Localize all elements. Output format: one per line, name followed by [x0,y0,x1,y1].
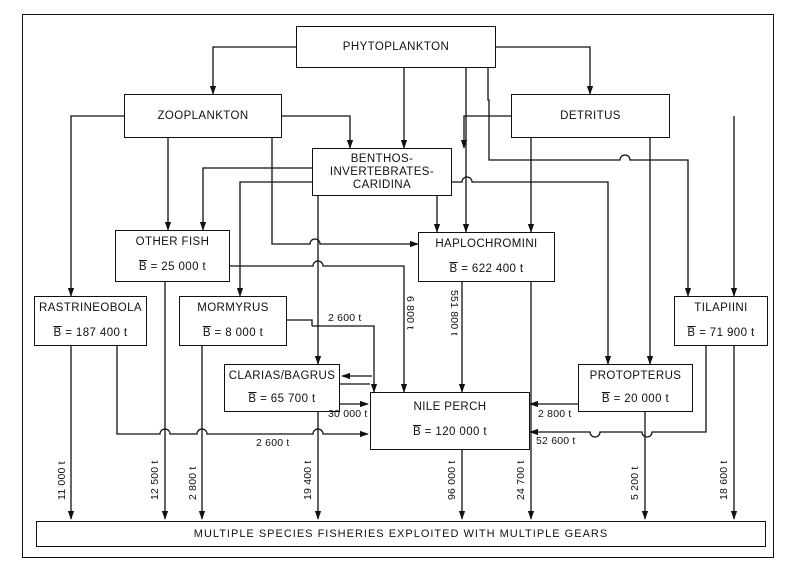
tilapiini-to-nileperch-arrow [529,346,707,438]
rastrineobola-biomass: B = 187 400 t [53,327,128,339]
flow-nileperch-catch: 96 000 t [446,460,458,500]
protopterus-label: PROTOPTERUS [589,370,682,382]
flow-protopterus-catch: 5 200 t [629,466,641,500]
protopterus-box: PROTOPTERUS B = 20 000 t [578,364,693,412]
benthos-label-3: CARIDINA [352,178,412,191]
flow-otherfish-catch: 12 500 t [149,460,161,500]
haplochromini-box: HAPLOCHROMINI B = 622 400 t [418,232,555,282]
flow-rastrineobola-nileperch: 2 600 t [256,437,290,449]
zoo-to-benthos-arrow [282,115,354,149]
fisheries-label: MULTIPLE SPECIES FISHERIES EXPLOITED WIT… [193,528,609,540]
rastrineobola-box: RASTRINEOBOLA B = 187 400 t [34,296,147,346]
flow-haplo-catch: 24 700 t [515,460,527,500]
nile-perch-biomass: B = 120 000 t [413,426,487,438]
phyto-to-tilapiini-arrow [487,68,692,297]
other-fish-biomass: B = 25 000 t [138,261,207,273]
phytoplankton-box: PHYTOPLANKTON [296,26,496,68]
mormyrus-to-clarias-arrow [287,319,313,326]
benthos-to-otherfish-arrow [199,167,312,231]
other-fish-label: OTHER FISH [135,236,210,248]
mormyrus-to-nileperch-arrow [312,325,378,393]
benthos-to-mormyrus-arrow [236,181,312,297]
phyto-to-detritus-arrow [496,46,594,95]
tilapiini-label: TILAPIINI [694,302,748,314]
flow-clarias-nileperch: 30 000 t [328,408,368,420]
clarias-bagrus-box: CLARIAS/BAGRUS B = 65 700 t [224,364,340,412]
tilapiini-biomass: B = 71 900 t [687,327,755,339]
mormyrus-label: MORMYRUS [197,302,269,314]
benthos-to-haplo-arrow [452,176,612,365]
flow-haplo-nileperch: 551 800 t [448,290,460,336]
nile-perch-label: NILE PERCH [413,401,487,413]
diagram-frame [22,14,774,558]
flow-tilapiini-nileperch: 52 600 t [536,435,576,447]
clarias-bagrus-biomass: B = 65 700 t [248,393,316,405]
flow-tilapiini-catch: 18 600 t [718,460,730,500]
benthos-box: BENTHOS- INVERTEBRATES- CARIDINA [312,148,452,196]
mormyrus-box: MORMYRUS B = 8 000 t [179,296,287,346]
protopterus-biomass: B = 20 000 t [601,393,670,405]
benthos-label-2: INVERTEBRATES- [329,165,435,178]
mormyrus-biomass: B = 8 000 t [202,327,264,339]
zooplankton-label: ZOOPLANKTON [157,110,249,122]
detritus-box: DETRITUS [511,94,670,138]
otherfish-to-nileperch-arrow [230,260,408,393]
flow-protopterus-nileperch: 2 800 t [538,408,572,420]
haplochromini-label: HAPLOCHROMINI [435,238,538,250]
other-fish-box: OTHER FISH B = 25 000 t [115,230,230,282]
phytoplankton-label: PHYTOPLANKTON [342,41,450,53]
phyto-to-zoo-arrow [209,46,296,95]
zooplankton-box: ZOOPLANKTON [124,94,282,138]
rastrineobola-label: RASTRINEOBOLA [39,302,142,314]
fisheries-box: MULTIPLE SPECIES FISHERIES EXPLOITED WIT… [36,521,766,547]
nile-perch-box: NILE PERCH B = 120 000 t [370,392,530,450]
haplochromini-biomass: B = 622 400 t [449,263,524,275]
detritus-label: DETRITUS [560,110,621,122]
flow-otherfish-nileperch: 6 800 t [404,296,416,330]
zoo-to-haplo-arrow [271,138,419,248]
benthos-label-1: BENTHOS- [350,152,414,165]
zoo-to-rastrineobola-arrow [67,115,124,297]
flow-rastrineobola-catch: 11 000 t [56,461,68,500]
flow-clarias-catch: 19 400 t [302,460,314,500]
detritus-to-benthos-arrow [460,115,511,149]
clarias-bagrus-label: CLARIAS/BAGRUS [228,370,336,382]
tilapiini-box: TILAPIINI B = 71 900 t [674,296,768,346]
flow-mormyrus-catch: 2 800 t [187,466,199,500]
flow-mormyrus-clarias: 2 600 t [328,312,362,324]
